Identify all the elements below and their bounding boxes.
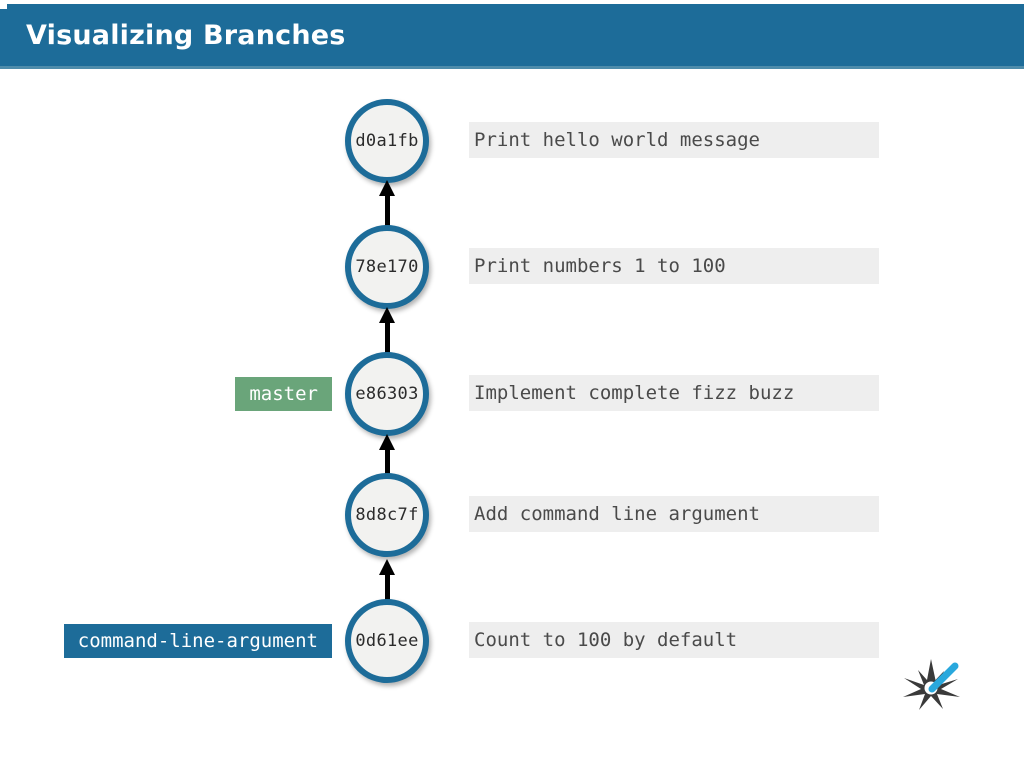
commit-node[interactable]: e86303 bbox=[345, 352, 429, 436]
banner-corner-notch bbox=[0, 4, 7, 9]
commit-message-bar: Implement complete fizz buzz bbox=[469, 375, 879, 411]
branch-label-master[interactable]: master bbox=[235, 377, 332, 411]
commit-hash: 8d8c7f bbox=[355, 505, 419, 525]
arrow-head-icon bbox=[379, 180, 395, 196]
commit-message-text: Count to 100 by default bbox=[474, 629, 738, 651]
arrow-head-icon bbox=[379, 307, 395, 323]
title-banner: Visualizing Branches bbox=[0, 4, 1024, 66]
arrow-head-icon bbox=[379, 559, 395, 575]
commit-arrow bbox=[379, 559, 395, 601]
banner-underline bbox=[0, 66, 1024, 69]
commit-message-bar: Add command line argument bbox=[469, 496, 879, 532]
arrow-shaft bbox=[385, 189, 390, 226]
arrow-head-icon bbox=[379, 434, 395, 450]
commit-arrow bbox=[379, 307, 395, 353]
commit-hash: 0d61ee bbox=[355, 631, 419, 651]
commit-row: 8d8c7f Add command line argument bbox=[0, 473, 1024, 557]
commit-message-text: Print numbers 1 to 100 bbox=[474, 255, 726, 277]
commit-message-text: Implement complete fizz buzz bbox=[474, 382, 795, 404]
commit-hash: 78e170 bbox=[355, 257, 419, 277]
starburst-logo-icon bbox=[898, 655, 964, 721]
commit-row: 78e170 Print numbers 1 to 100 bbox=[0, 225, 1024, 309]
commit-row: master e86303 Implement complete fizz bu… bbox=[0, 352, 1024, 436]
commit-row: command-line-argument 0d61ee Count to 10… bbox=[0, 599, 1024, 683]
commit-hash: e86303 bbox=[355, 384, 419, 404]
commit-node[interactable]: d0a1fb bbox=[345, 99, 429, 183]
commit-message-bar: Count to 100 by default bbox=[469, 622, 879, 658]
arrow-shaft bbox=[385, 316, 390, 353]
arrow-shaft bbox=[385, 568, 390, 601]
commit-message-text: Add command line argument bbox=[474, 503, 760, 525]
commit-node[interactable]: 78e170 bbox=[345, 225, 429, 309]
commit-message-bar: Print hello world message bbox=[469, 122, 879, 158]
commit-row: d0a1fb Print hello world message bbox=[0, 99, 1024, 183]
commit-node[interactable]: 8d8c7f bbox=[345, 473, 429, 557]
commit-node[interactable]: 0d61ee bbox=[345, 599, 429, 683]
commit-hash: d0a1fb bbox=[355, 131, 419, 151]
commit-message-bar: Print numbers 1 to 100 bbox=[469, 248, 879, 284]
page-title: Visualizing Branches bbox=[26, 19, 346, 51]
commit-message-text: Print hello world message bbox=[474, 129, 760, 151]
commit-arrow bbox=[379, 434, 395, 480]
commit-arrow bbox=[379, 180, 395, 226]
arrow-shaft bbox=[385, 443, 390, 480]
commit-graph: d0a1fb Print hello world message 78e170 … bbox=[0, 69, 1024, 768]
branch-label-command-line-argument[interactable]: command-line-argument bbox=[63, 624, 332, 658]
